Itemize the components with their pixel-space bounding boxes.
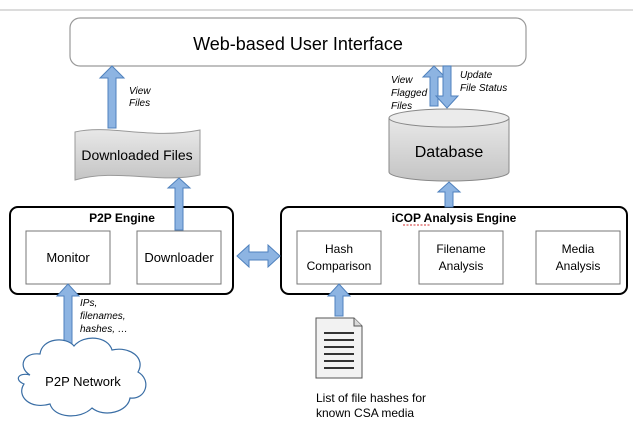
hash-list-caption-1: List of file hashes for — [316, 391, 426, 405]
hash-comparison-box — [296, 230, 382, 285]
view-flagged-label-3: Files — [391, 101, 412, 112]
downloader-label: Downloader — [144, 250, 214, 265]
hash-list-caption-2: known CSA media — [316, 406, 414, 420]
view-files-label-2: Files — [129, 98, 150, 109]
view-files-label-1: View — [129, 86, 151, 97]
database-cylinder: Database — [388, 108, 510, 182]
ips-label-3: hashes, … — [80, 324, 128, 335]
p2p-engine-box: P2P Engine Monitor Downloader — [9, 206, 234, 295]
hash-comparison-label-2: Comparison — [307, 259, 372, 273]
media-analysis-box — [535, 230, 621, 285]
arrows — [55, 65, 462, 361]
p2p-network-label: P2P Network — [45, 374, 121, 389]
update-status-label-2: File Status — [460, 83, 507, 94]
arrow-files-to-ui — [98, 65, 126, 129]
view-flagged-label-1: View — [391, 75, 413, 86]
p2p-network-cloud: P2P Network — [17, 337, 147, 417]
downloader-box — [136, 230, 222, 285]
document-lines — [324, 332, 354, 369]
filename-analysis-box — [418, 230, 504, 285]
database-label: Database — [415, 144, 484, 161]
monitor-label: Monitor — [46, 250, 90, 265]
view-flagged-label-2: Flagged — [391, 88, 428, 99]
arrow-engine-to-db — [436, 181, 462, 208]
web-ui-box: Web-based User Interface — [69, 17, 527, 67]
downloaded-files-label: Downloaded Files — [81, 147, 192, 163]
update-status-label-1: Update — [460, 70, 493, 81]
web-ui-label: Web-based User Interface — [193, 34, 403, 54]
media-analysis-label-1: Media — [562, 242, 595, 256]
media-analysis-label-2: Analysis — [556, 259, 601, 273]
p2p-engine-title: P2P Engine — [89, 211, 155, 225]
filename-analysis-label-1: Filename — [436, 242, 486, 256]
filename-analysis-label-2: Analysis — [439, 259, 484, 273]
downloaded-files-shape: Downloaded Files — [74, 129, 201, 181]
ips-label-1: IPs, — [80, 298, 97, 309]
annotations: View Files View Flagged Files Update Fil… — [80, 70, 507, 335]
arrow-engines-bidirectional — [236, 243, 281, 269]
arrow-downloader-to-files — [166, 177, 192, 231]
monitor-box — [25, 230, 111, 285]
hash-comparison-label-1: Hash — [325, 242, 353, 256]
ips-label-2: filenames, — [80, 311, 126, 322]
arrow-hashlist-to-hash — [326, 283, 352, 317]
icop-engine-title: iCOP Analysis Engine — [392, 211, 517, 225]
arrow-ui-to-db — [434, 65, 460, 109]
icop-engine-box: iCOP Analysis Engine Hash Comparison Fil… — [280, 206, 628, 295]
hash-list-document-icon — [315, 317, 363, 379]
